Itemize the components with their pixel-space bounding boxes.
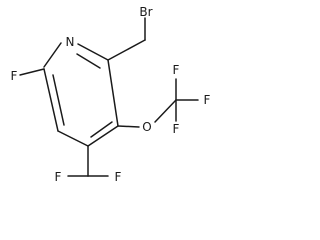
bond-c2-n [77, 43, 109, 61]
atom-label-fluorine-cf3-top: F [173, 63, 180, 77]
atom-label-bromine: Br [139, 5, 152, 19]
bond-c6-f [19, 68, 45, 76]
bond-n-c6 [43, 42, 62, 68]
double-bond-c6-c5-inner [52, 74, 65, 126]
bond-c3-o [117, 125, 140, 128]
atom-label-nitrogen: N [66, 35, 75, 49]
double-bond-c2-n-inner [76, 53, 101, 69]
chemical-structure-diagram: N F Br O F F F F F [11, 5, 211, 184]
atom-label-fluorine-cf3-right: F [204, 93, 211, 107]
atom-label-fluorine-ring: F [11, 69, 18, 83]
atom-label-fluorine-cf3-bottom: F [173, 122, 180, 136]
bond-c5-c4 [57, 130, 89, 147]
bond-o-cf3 [154, 99, 177, 123]
double-bond-c4-c3-inner [90, 121, 113, 138]
atom-label-fluorine-chf2-left: F [55, 170, 62, 184]
bond-c2-ch2 [107, 39, 146, 61]
bond-c4-c3 [87, 125, 119, 147]
bond-c6-c5 [43, 68, 59, 132]
atom-label-fluorine-chf2-right: F [115, 170, 122, 184]
bond-c3-c2 [107, 59, 119, 127]
atom-label-oxygen: O [142, 120, 151, 134]
